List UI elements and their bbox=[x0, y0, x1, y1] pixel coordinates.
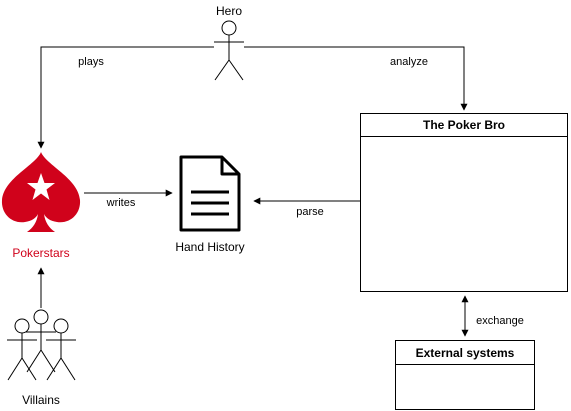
external-systems-title: External systems bbox=[416, 346, 515, 360]
poker-bro-title: The Poker Bro bbox=[423, 118, 505, 132]
villain-actor-left bbox=[7, 318, 37, 381]
plays-edge-label: plays bbox=[78, 56, 104, 68]
analyze-edge bbox=[244, 46, 468, 111]
plays-edge bbox=[37, 46, 214, 149]
analyze-edge-label: analyze bbox=[390, 56, 428, 68]
hand-history-label: Hand History bbox=[175, 240, 244, 254]
pokerstars-label: Pokerstars bbox=[12, 246, 69, 260]
poker-bro-box bbox=[360, 113, 568, 292]
villain-actor-right bbox=[46, 318, 76, 381]
hero-label: Hero bbox=[216, 4, 242, 18]
parse-edge-label: parse bbox=[296, 206, 324, 218]
external-systems-box bbox=[395, 340, 535, 410]
document-icon bbox=[179, 155, 241, 232]
villain-actor-center bbox=[26, 309, 56, 373]
villains-label: Villains bbox=[22, 393, 60, 407]
exchange-edge-label: exchange bbox=[476, 315, 524, 327]
writes-edge-label: writes bbox=[106, 197, 136, 209]
spade-star-icon bbox=[1, 152, 81, 232]
villains-actor-group bbox=[7, 309, 76, 381]
hero-actor bbox=[214, 20, 244, 81]
